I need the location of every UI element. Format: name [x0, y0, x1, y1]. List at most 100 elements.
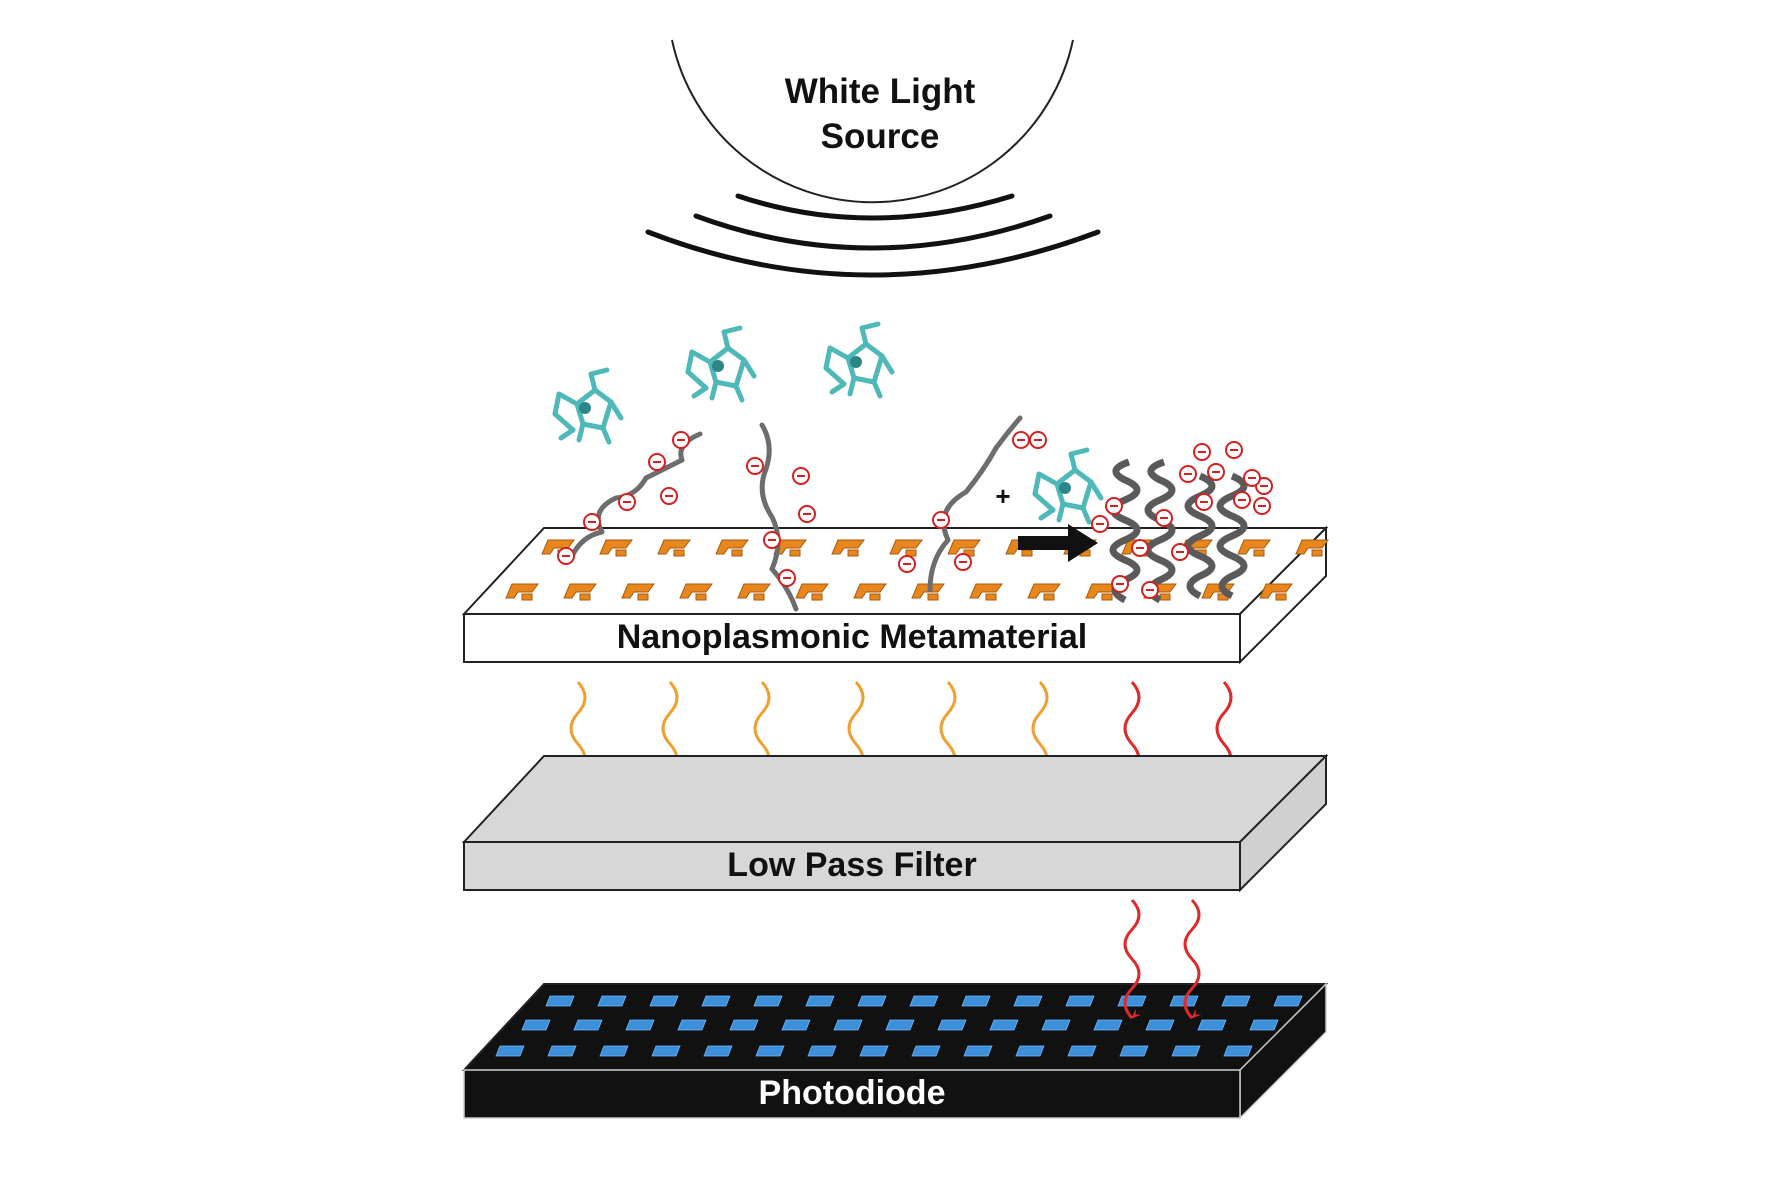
resonator: [853, 583, 887, 601]
photodiode-pixel: [703, 1045, 733, 1057]
negative-charge: [557, 547, 575, 565]
source-label-line2: Source: [821, 117, 940, 156]
resonator: [621, 583, 655, 601]
negative-charge: [1105, 497, 1123, 515]
photodiode-pixel: [1015, 1045, 1045, 1057]
photodiode-pixel: [545, 995, 575, 1007]
photodiode-pixel: [909, 995, 939, 1007]
negative-charge: [618, 493, 636, 511]
photodiode-pixel: [1197, 1019, 1227, 1031]
resonator: [715, 539, 749, 557]
resonator: [773, 539, 807, 557]
analyte-molecules: [552, 321, 1104, 525]
photodiode-pixel: [1041, 1019, 1071, 1031]
negative-charge: [954, 553, 972, 571]
photodiode-pixel: [1171, 1045, 1201, 1057]
resonator: [969, 583, 1003, 601]
resonator: [1237, 539, 1271, 557]
photodiode-pixel: [1221, 995, 1251, 1007]
photodiode-pixel: [807, 1045, 837, 1057]
negative-charge: [1131, 539, 1149, 557]
photodiode-pixel: [677, 1019, 707, 1031]
negative-charge: [1233, 491, 1251, 509]
negative-charge: [660, 487, 678, 505]
resonator: [657, 539, 691, 557]
negative-charge: [1243, 469, 1261, 487]
negative-charge: [1253, 497, 1271, 515]
photodiode-pixel: [1067, 1045, 1097, 1057]
photodiode-pixel: [597, 995, 627, 1007]
negative-charge: [778, 569, 796, 587]
waves-reaching-photodiode: [1123, 898, 1202, 1020]
negative-charge: [1012, 431, 1030, 449]
binding-arrow: [1018, 524, 1098, 562]
photodiode-pixel: [805, 995, 835, 1007]
light-wave-arrow: [1123, 898, 1142, 1020]
photodiode-pixel: [885, 1019, 915, 1031]
photodiode-pixel: [1093, 1019, 1123, 1031]
molecule: [823, 321, 895, 399]
resonator: [679, 583, 713, 601]
photodiode-pixel: [649, 995, 679, 1007]
low-pass-filter-layer: Low Pass Filter: [461, 753, 1329, 893]
resonator: [889, 539, 923, 557]
photodiode-pixel-array: [495, 995, 1303, 1057]
photodiode-pixel: [1249, 1019, 1279, 1031]
negative-charge: [763, 531, 781, 549]
photodiode-pixel: [1065, 995, 1095, 1007]
negative-charge: [1195, 493, 1213, 511]
resonator: [563, 583, 597, 601]
negative-charge: [672, 431, 690, 449]
photodiode-pixel: [753, 995, 783, 1007]
resonator: [947, 539, 981, 557]
photodiode-pixel: [701, 995, 731, 1007]
molecule: [1032, 447, 1104, 525]
negative-charge: [583, 513, 601, 531]
photodiode-pixel: [495, 1045, 525, 1057]
photodiode-pixel: [961, 995, 991, 1007]
light-emission-arcs: [645, 193, 1101, 278]
white-light-source: White Light Source: [671, 39, 1074, 204]
resonator-array: [505, 539, 1329, 601]
photodiode-pixel: [755, 1045, 785, 1057]
photodiode-pixel: [547, 1045, 577, 1057]
negative-charge: [792, 467, 810, 485]
photodiode-pixel: [521, 1019, 551, 1031]
negative-charge: [746, 457, 764, 475]
photodiode-pixel: [651, 1045, 681, 1057]
photodiode-layer: Photodiode: [461, 982, 1329, 1120]
negative-charge: [1155, 509, 1173, 527]
negative-charge: [1207, 463, 1225, 481]
negative-charge: [1225, 441, 1243, 459]
molecule: [552, 367, 624, 445]
negative-charge: [1171, 543, 1189, 561]
photodiode-pixel: [625, 1019, 655, 1031]
resonator: [831, 539, 865, 557]
metamaterial-label: Nanoplasmonic Metamaterial: [617, 618, 1087, 656]
resonator: [795, 583, 829, 601]
source-label-line1: White Light: [785, 72, 976, 111]
filter-label: Low Pass Filter: [727, 846, 976, 884]
resonator: [1295, 539, 1329, 557]
negative-charge: [798, 505, 816, 523]
photodiode-pixel: [963, 1045, 993, 1057]
negative-charge: [932, 511, 950, 529]
resonator: [505, 583, 539, 601]
resonator: [599, 539, 633, 557]
photodiode-pixel: [1223, 1045, 1253, 1057]
photodiode-pixel: [857, 995, 887, 1007]
negative-charge: [648, 453, 666, 471]
photodiode-pixel: [937, 1019, 967, 1031]
negative-charge: [1141, 581, 1159, 599]
photodiode-pixel: [859, 1045, 889, 1057]
photodiode-pixel: [1145, 1019, 1175, 1031]
photodiode-pixel: [911, 1045, 941, 1057]
molecule: [685, 325, 757, 403]
negative-charges: [557, 431, 1273, 599]
photodiode-pixel: [1013, 995, 1043, 1007]
resonator: [737, 583, 771, 601]
photodiode-label: Photodiode: [759, 1074, 946, 1112]
negative-charge: [1029, 431, 1047, 449]
photodiode-pixel: [833, 1019, 863, 1031]
